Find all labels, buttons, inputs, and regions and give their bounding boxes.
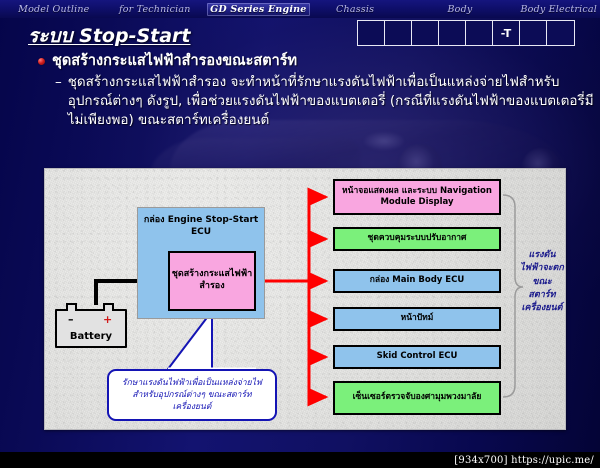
node-instrument-cluster: หน้าปัทม์ [333, 307, 501, 331]
code-box-2 [385, 21, 412, 45]
code-box-7 [520, 21, 547, 45]
nav-item-for-technician[interactable]: for Technician [119, 3, 191, 15]
body-text-block: ชุดสร้างกระแสไฟฟ้าสำรองขณะสตาร์ท – ชุดสร… [38, 52, 594, 130]
battery-plus-sign: + [103, 313, 113, 326]
nav-item-body-electrical[interactable]: Body Electrical [520, 3, 597, 15]
footer-bar: [934x700] https://upic.me/ [0, 452, 600, 468]
node-steering-angle-sensor: เซ็นเซอร์ตรวจจับองศามุมพวงมาลัย [333, 381, 501, 415]
sub-bullet-text: ชุดสร้างกระแสไฟฟ้าสำรอง จะทำหน้าที่รักษา… [67, 73, 594, 128]
footer-source-text: [934x700] https://upic.me/ [454, 454, 594, 466]
engine-stop-start-ecu-label: กล่อง Engine Stop-Start ECU [143, 215, 259, 237]
nav-item-body[interactable]: Body [447, 3, 473, 15]
bullet-heading-row: ชุดสร้างกระแสไฟฟ้าสำรองขณะสตาร์ท [38, 52, 594, 72]
battery-node: – + Battery [55, 303, 127, 348]
nav-item-model-outline[interactable]: Model Outline [18, 3, 90, 15]
code-box-1 [358, 21, 385, 45]
title-row: ระบบ Stop-Start -T [0, 20, 600, 48]
generator-callout: รักษาแรงดันไฟฟ้าเพื่อเป็นแหล่งจ่ายไฟสำหร… [107, 369, 277, 421]
bullet-heading: ชุดสร้างกระแสไฟฟ้าสำรองขณะสตาร์ท [52, 53, 298, 69]
code-box-3 [412, 21, 439, 45]
node-air-conditioning-control: ชุดควบคุมระบบปรับอากาศ [333, 227, 501, 251]
bullet-dot-icon [38, 58, 45, 65]
voltage-drop-note: แรงดันไฟฟ้าจะตกขณะสตาร์ทเครื่องยนต์ [520, 250, 564, 314]
node-main-body-ecu: กล่อง Main Body ECU [333, 269, 501, 293]
page-title: ระบบ Stop-Start [28, 25, 191, 47]
code-box-group: -T [357, 20, 575, 46]
code-box-8 [547, 21, 574, 45]
backup-generator-node: ชุดสร้างกระแสไฟฟ้าสำรอง [168, 251, 256, 311]
nav-item-chassis[interactable]: Chassis [336, 3, 375, 15]
battery-positive-terminal-icon [103, 303, 114, 311]
node-navigation-module-display: หน้าจอแสดงผล และระบบ Navigation Module D… [333, 179, 501, 215]
battery-minus-sign: – [68, 313, 74, 326]
code-box-4 [439, 21, 466, 45]
nav-item-gd-series-engine[interactable]: GD Series Engine [207, 2, 310, 16]
system-diagram: กล่อง Engine Stop-Start ECU ชุดสร้างกระแ… [44, 168, 566, 430]
dash-icon: – [55, 73, 62, 90]
battery-negative-terminal-icon [66, 303, 77, 311]
battery-label: Battery [69, 331, 113, 342]
node-skid-control-ecu: Skid Control ECU [333, 345, 501, 369]
code-box-6: -T [493, 21, 520, 45]
top-navigation-bar: Model Outline for Technician GD Series E… [0, 0, 600, 18]
code-box-5 [466, 21, 493, 45]
sub-bullet-row: – ชุดสร้างกระแสไฟฟ้าสำรอง จะทำหน้าที่รัก… [55, 73, 594, 130]
